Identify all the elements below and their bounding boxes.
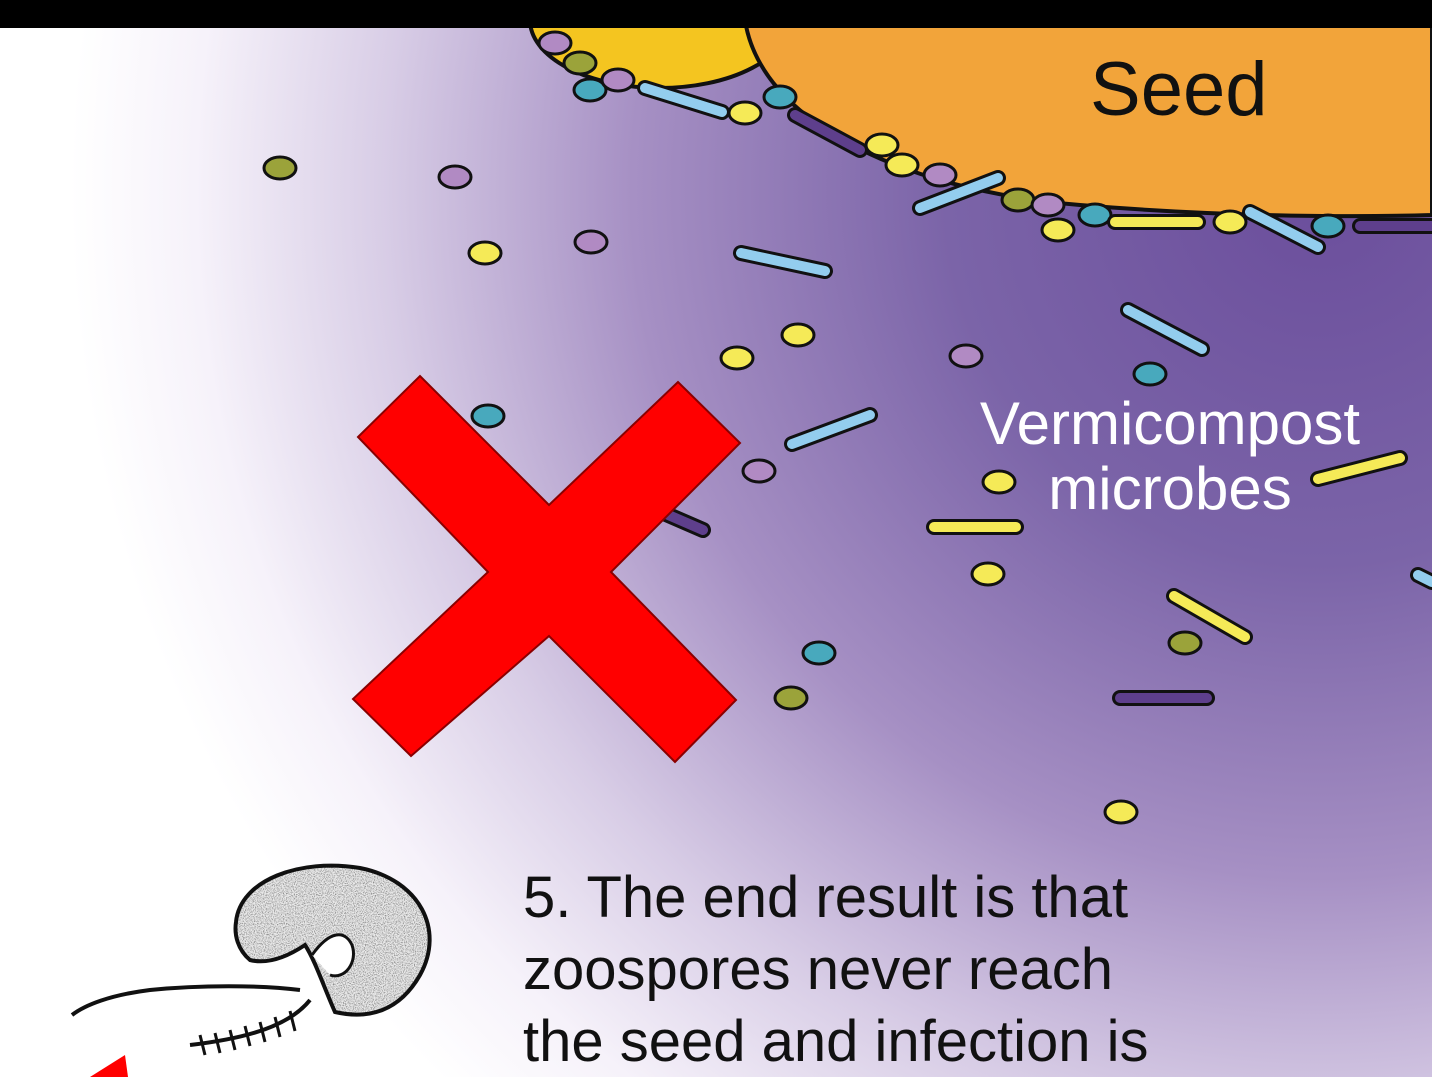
microbe-coccus: [472, 405, 504, 427]
microbe-coccus: [764, 86, 796, 108]
microbe-coccus: [1134, 363, 1166, 385]
microbe-coccus: [782, 324, 814, 346]
caption-line-1: 5. The end result is that: [523, 862, 1423, 934]
seed-label: Seed: [1090, 52, 1268, 128]
microbe-coccus: [564, 52, 596, 74]
microbe-coccus: [1002, 189, 1034, 211]
microbe-coccus: [602, 69, 634, 91]
microbe-coccus: [1042, 219, 1074, 241]
microbe-coccus: [469, 242, 501, 264]
caption-line-3: the seed and infection is: [523, 1006, 1423, 1077]
microbe-coccus: [950, 345, 982, 367]
microbes-label-line-1: Vermicompost: [960, 392, 1380, 457]
microbe-coccus: [803, 642, 835, 664]
microbes-label: Vermicompost microbes: [960, 392, 1380, 522]
microbe-coccus: [886, 154, 918, 176]
microbe-coccus: [264, 157, 296, 179]
microbe-coccus: [1214, 211, 1246, 233]
caption-line-2: zoospores never reach: [523, 934, 1423, 1006]
microbe-coccus: [1079, 204, 1111, 226]
microbe-coccus: [743, 460, 775, 482]
microbe-coccus: [1312, 215, 1344, 237]
microbe-coccus: [439, 166, 471, 188]
microbe-coccus: [775, 687, 807, 709]
microbe-coccus: [924, 164, 956, 186]
microbe-coccus: [539, 32, 571, 54]
microbe-coccus: [721, 347, 753, 369]
microbe-coccus: [729, 102, 761, 124]
caption-text: 5. The end result is that zoospores neve…: [523, 862, 1423, 1077]
microbe-coccus: [866, 134, 898, 156]
microbe-coccus: [1105, 801, 1137, 823]
microbe-coccus: [575, 231, 607, 253]
microbe-coccus: [1169, 632, 1201, 654]
top-bar: [0, 0, 1432, 30]
microbe-coccus: [1032, 194, 1064, 216]
microbes-label-line-2: microbes: [960, 457, 1380, 522]
microbe-rod: [1418, 575, 1432, 582]
microbe-coccus: [972, 563, 1004, 585]
